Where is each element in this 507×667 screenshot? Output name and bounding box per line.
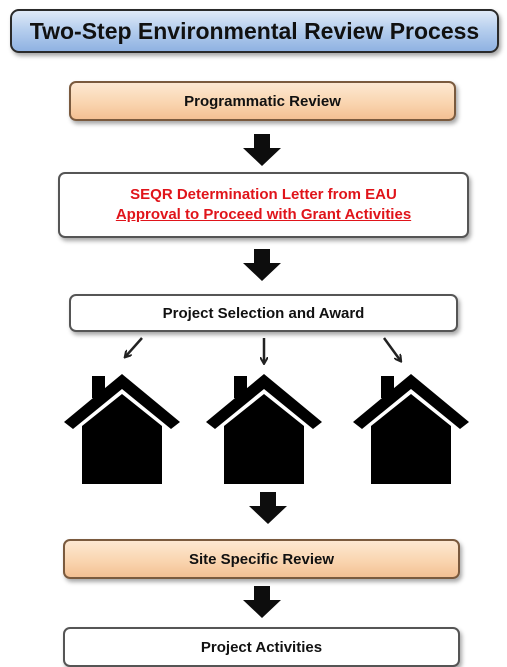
approval-to-proceed-label: Approval to Proceed with Grant Activitie… <box>115 206 412 223</box>
step-site-specific-review: Site Specific Review <box>63 539 460 579</box>
house-icon <box>206 374 322 484</box>
house-icon <box>64 374 180 484</box>
down-arrow-icon <box>243 249 281 281</box>
seqr-letter-label: SEQR Determination Letter from EAU <box>130 186 397 203</box>
thin-arrow-icon <box>382 337 400 360</box>
step-project-activities-label: Project Activities <box>200 638 323 656</box>
diagram-title: Two-Step Environmental Review Process <box>10 9 499 53</box>
thin-arrow-icon <box>126 337 143 356</box>
step-seqr-determination: SEQR Determination Letter from EAU Appro… <box>58 172 469 238</box>
down-arrow-icon <box>249 492 287 524</box>
house-icon <box>353 374 469 484</box>
down-arrow-icon <box>243 134 281 166</box>
step-programmatic-review-label: Programmatic Review <box>184 92 341 110</box>
down-arrow-icon <box>243 586 281 618</box>
step-project-selection: Project Selection and Award <box>69 294 458 332</box>
step-project-selection-label: Project Selection and Award <box>162 304 365 322</box>
step-site-specific-review-label: Site Specific Review <box>188 550 335 568</box>
step-programmatic-review: Programmatic Review <box>69 81 456 121</box>
